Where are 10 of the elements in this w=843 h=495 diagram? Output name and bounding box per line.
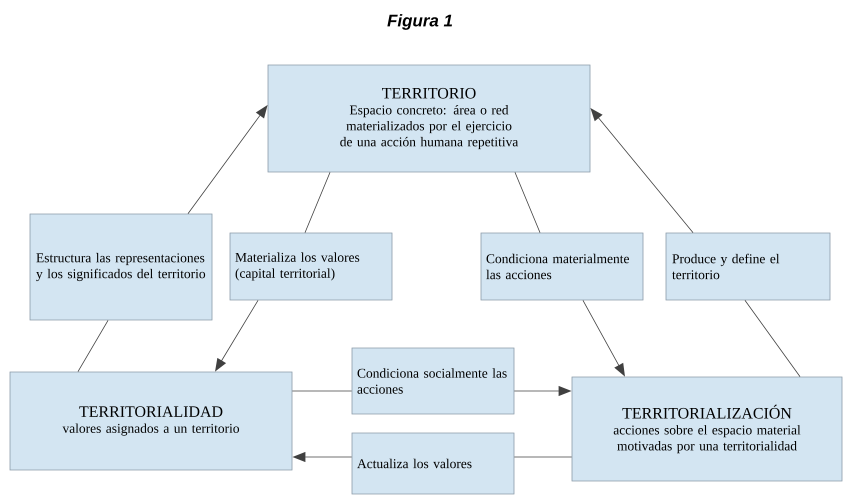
concept-box: TERRITORIO Espacio concreto: área o red materializados por el ejercicio de una acción humana repetitiva bbox=[268, 64, 590, 172]
concept-box: TERRITORIALIDAD valores asignados a un territorio bbox=[10, 372, 292, 470]
relation-box: Produce y define el territorio bbox=[666, 232, 830, 300]
relation-box: Estructura las representaciones y los significados del territorio bbox=[30, 214, 212, 320]
figure-title: Figura 1 bbox=[387, 14, 452, 30]
relation-box: Condiciona socialmente las acciones bbox=[352, 348, 514, 414]
concept-box: TERRITORIALIZACIÓN acciones sobre el espacio material motivadas por una territorialidad bbox=[572, 376, 842, 482]
relation-box: Condiciona materialmente las acciones bbox=[480, 232, 644, 300]
relation-box: Materializa los valores (capital territorial) bbox=[230, 232, 392, 300]
relation-box: Actualiza los valores bbox=[352, 432, 514, 494]
